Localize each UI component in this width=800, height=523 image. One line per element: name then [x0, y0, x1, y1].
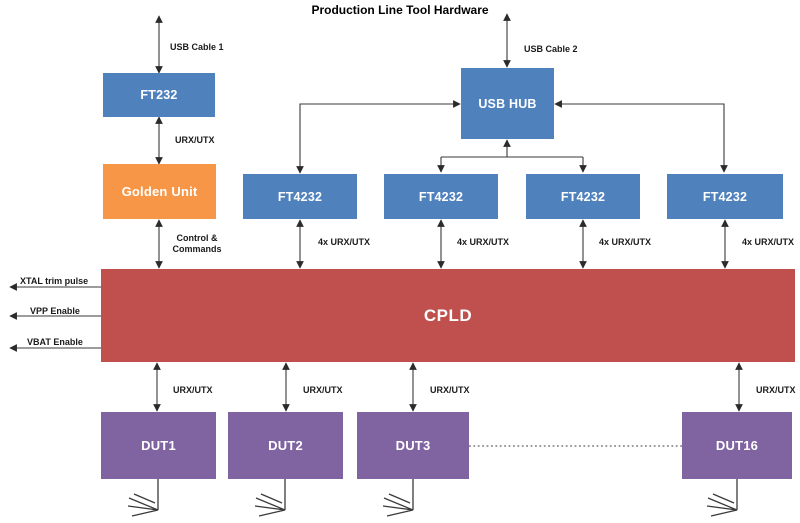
- vbat-enable-label: VBAT Enable: [27, 337, 83, 347]
- ft4232-cpld-label-4: 4x URX/UTX: [742, 237, 795, 247]
- dut1-label: DUT1: [141, 438, 176, 453]
- ft4232-label-2: FT4232: [418, 189, 464, 204]
- cpld-label: CPLD: [423, 305, 473, 325]
- usb-cable-2-label: USB Cable 2: [524, 44, 578, 54]
- ft4232-label-1: FT4232: [277, 189, 323, 204]
- dut16-block: DUT16: [682, 412, 792, 479]
- dut2-probe-symbol: [254, 479, 286, 517]
- ft4232-cpld-label-2: 4x URX/UTX: [457, 237, 510, 247]
- xtal-trim-pulse-label: XTAL trim pulse: [20, 276, 89, 286]
- dut3-block: DUT3: [357, 412, 469, 479]
- ft4232-cpld-label-1: 4x URX/UTX: [318, 237, 371, 247]
- dut1-probe-symbol: [127, 479, 159, 517]
- diagram-title: Production Line Tool Hardware: [311, 3, 489, 17]
- vpp-enable-label: VPP Enable: [30, 306, 80, 316]
- usb-hub-label: USB HUB: [478, 96, 537, 111]
- control-commands-label: Control & Commands: [172, 233, 222, 254]
- ft4232-cpld-label-3: 4x URX/UTX: [599, 237, 652, 247]
- ft4232-block-3: FT4232: [526, 174, 640, 219]
- urx-utx-top-label: URX/UTX: [175, 135, 215, 145]
- dut3-probe-symbol: [382, 479, 414, 517]
- cpld-dut-label-4: URX/UTX: [756, 385, 796, 395]
- dut2-block: DUT2: [228, 412, 343, 479]
- dut2-label: DUT2: [268, 438, 303, 453]
- usb-hub-block: USB HUB: [461, 68, 554, 139]
- dut1-block: DUT1: [101, 412, 216, 479]
- cpld-dut-label-1: URX/UTX: [173, 385, 213, 395]
- cpld-block: CPLD: [101, 269, 795, 362]
- dut16-label: DUT16: [715, 438, 759, 453]
- ft4232-label-4: FT4232: [702, 189, 748, 204]
- dut3-label: DUT3: [395, 438, 431, 453]
- dut16-probe-symbol: [706, 479, 738, 517]
- ft4232-block-1: FT4232: [243, 174, 357, 219]
- ft4232-block-4: FT4232: [667, 174, 783, 219]
- cpld-dut-label-3: URX/UTX: [430, 385, 470, 395]
- golden-unit-block: Golden Unit: [103, 164, 216, 219]
- usb-cable-1-label: USB Cable 1: [170, 42, 224, 52]
- ft232-block: FT232: [103, 73, 215, 117]
- connector-hub-ft4232-4: [554, 100, 728, 173]
- connector-hub-ft4232-1: [296, 100, 461, 174]
- golden-unit-label: Golden Unit: [121, 184, 198, 199]
- cpld-dut-label-2: URX/UTX: [303, 385, 343, 395]
- ft4232-label-3: FT4232: [560, 189, 606, 204]
- ft232-label: FT232: [140, 88, 178, 102]
- ft4232-block-2: FT4232: [384, 174, 498, 219]
